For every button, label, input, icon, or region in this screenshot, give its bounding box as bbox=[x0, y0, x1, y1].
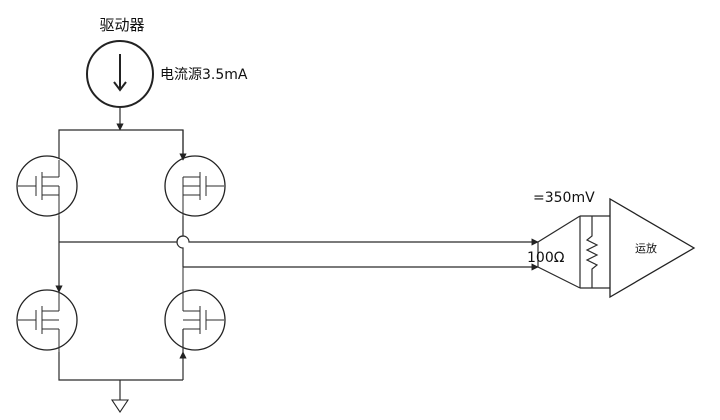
mosfet-top-right bbox=[164, 155, 226, 217]
amplifier-label: 运放 bbox=[635, 241, 657, 255]
right-mid-wire bbox=[176, 216, 184, 267]
driver-label: 驱动器 bbox=[99, 16, 144, 34]
bottom-rail-wire bbox=[58, 352, 183, 381]
current-source-symbol bbox=[86, 40, 154, 108]
voltage-label: =350mV bbox=[533, 190, 595, 206]
mosfet-bottom-left bbox=[16, 289, 78, 352]
mosfet-top-left bbox=[16, 155, 78, 217]
op-amp-symbol bbox=[609, 197, 696, 299]
diff-input-trapezoid bbox=[537, 215, 581, 289]
signal-line-upper bbox=[59, 235, 539, 246]
mosfet-bottom-right bbox=[164, 267, 226, 351]
resistor-symbol bbox=[585, 216, 599, 288]
top-rail-wire bbox=[58, 129, 184, 160]
ground-icon bbox=[110, 399, 130, 413]
current-source-label: 电流源3.5mA bbox=[160, 67, 248, 83]
resistor-label: 100Ω bbox=[527, 250, 565, 266]
